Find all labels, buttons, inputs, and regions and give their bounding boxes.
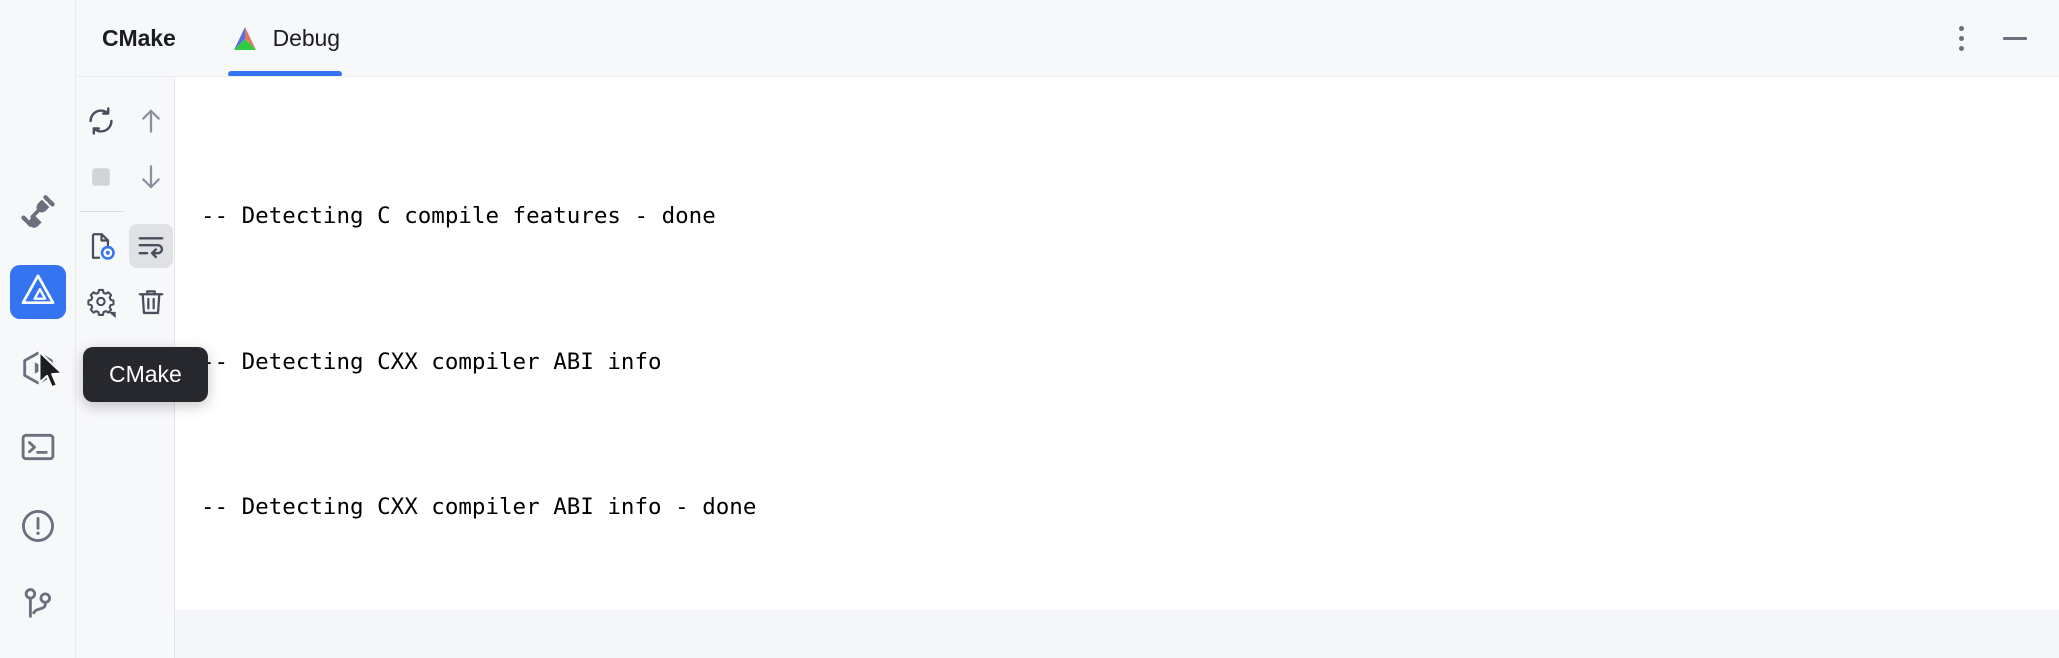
sidebar-item-plugins[interactable]	[10, 186, 66, 241]
kebab-menu-icon	[1958, 26, 1964, 51]
minimize-button[interactable]	[1993, 17, 2037, 61]
toolbar-divider	[79, 211, 123, 212]
terminal-icon	[19, 428, 57, 471]
sidebar-item-problems[interactable]	[10, 501, 66, 556]
tool-window-header: CMake Debug	[0, 0, 2059, 77]
arrow-down-icon	[129, 155, 173, 199]
stop-square-icon	[79, 155, 123, 199]
toolbar-divider-spacer	[126, 205, 175, 218]
soft-wrap-button[interactable]	[126, 218, 175, 274]
clear-all-button[interactable]	[126, 274, 175, 330]
header-divider	[76, 76, 2059, 77]
tab-debug[interactable]: Debug	[204, 0, 366, 77]
reload-cmake-project-button[interactable]	[76, 93, 125, 149]
open-cmake-settings-button[interactable]	[76, 218, 125, 274]
console-footer	[175, 610, 2059, 658]
header-actions	[1939, 0, 2059, 77]
run-hexagon-icon	[19, 349, 57, 392]
plug-connect-icon	[18, 191, 58, 236]
cmake-triangle-icon	[19, 271, 57, 314]
sidebar-item-terminal[interactable]	[10, 422, 66, 477]
page-title: CMake	[102, 25, 176, 51]
tabs-row: CMake Debug	[76, 0, 2059, 77]
minimize-icon	[2003, 37, 2027, 40]
tab-label: Debug	[272, 25, 340, 51]
branch-icon	[19, 585, 57, 628]
tooltip-cmake: CMake	[83, 347, 208, 402]
gear-dropdown-icon	[79, 280, 123, 324]
console-line: -- Detecting C compile features - done	[201, 203, 716, 229]
warning-circle-icon	[19, 507, 57, 550]
tool-window-body: CMake	[0, 77, 2059, 658]
sidebar-item-version-control[interactable]	[10, 579, 66, 634]
sidebar-item-run[interactable]	[10, 343, 66, 398]
console-line: -- Detecting CXX compiler ABI info	[201, 348, 662, 375]
cmake-triangle-icon	[230, 26, 260, 52]
arrow-up-icon	[129, 99, 173, 143]
tab-active-underline	[227, 71, 342, 77]
header-left-spacer	[0, 0, 76, 77]
stop-button[interactable]	[76, 149, 125, 205]
console-panel: -- Detecting C compile features - done -…	[175, 77, 2059, 658]
scroll-up-button[interactable]	[126, 93, 175, 149]
console-output[interactable]: -- Detecting C compile features - done -…	[175, 77, 2059, 610]
build-settings-button[interactable]	[76, 274, 125, 330]
trash-icon	[129, 280, 173, 324]
file-gear-icon	[79, 224, 123, 268]
scroll-down-button[interactable]	[126, 149, 175, 205]
sidebar-item-cmake[interactable]	[9, 264, 66, 320]
wrap-text-icon	[128, 224, 173, 268]
refresh-circular-icon	[79, 99, 123, 143]
left-tool-stripe: CMake	[0, 77, 208, 658]
more-options-button[interactable]	[1939, 17, 1983, 61]
console-line: -- Detecting CXX compiler ABI info - don…	[201, 494, 757, 520]
